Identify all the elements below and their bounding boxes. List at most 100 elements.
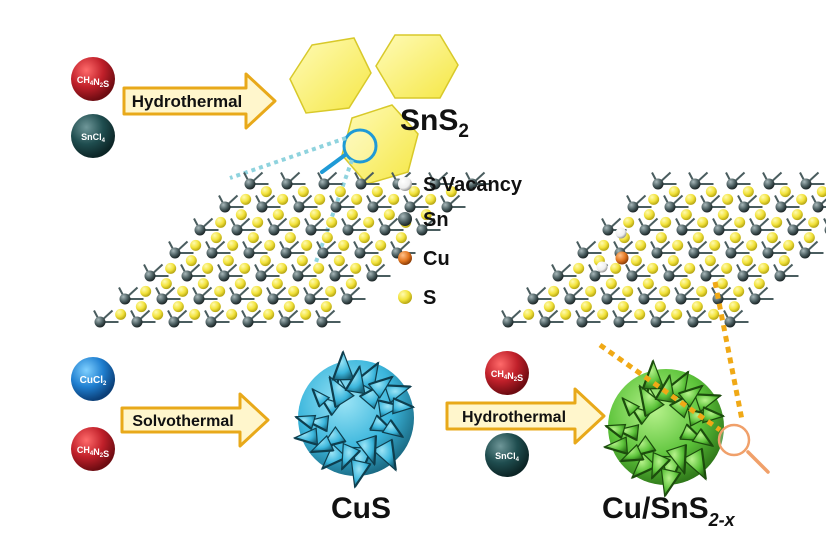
sulfur-atom: [271, 278, 283, 290]
legend-item-sn: Sn: [398, 209, 449, 231]
sulfur-atom: [135, 301, 147, 313]
sulfur-atom: [234, 278, 246, 290]
legend-s-marker: [398, 290, 412, 304]
sulfur-atom: [610, 262, 622, 274]
sulfur-atom: [209, 301, 221, 313]
legend-vacancy-marker: [398, 177, 412, 191]
sulfur-atom: [779, 186, 791, 198]
sulfur-atom: [351, 193, 363, 205]
tin-atom: [441, 201, 453, 213]
tin-atom: [651, 247, 663, 259]
tin-atom: [318, 178, 330, 190]
tin-atom: [256, 201, 268, 213]
tin-atom: [304, 293, 316, 305]
reagent-thiourea-middle: CH4N2S: [485, 351, 529, 395]
tin-atom: [613, 316, 625, 328]
sulfur-atom: [671, 308, 683, 320]
sulfur-atom: [363, 216, 375, 228]
sulfur-atom: [445, 186, 457, 198]
sulfur-atom: [425, 193, 437, 205]
sulfur-atom: [672, 239, 684, 251]
vacancy-site: [596, 261, 608, 273]
reagent-sncl4-top: SnCl4: [71, 114, 115, 158]
process-label-solvothermal: Solvothermal: [132, 413, 233, 430]
sulfur-atom: [623, 216, 635, 228]
sulfur-atom: [235, 209, 247, 221]
sulfur-atom: [816, 186, 826, 198]
tin-atom: [144, 270, 156, 282]
tin-atom: [750, 224, 762, 236]
sulfur-atom: [371, 186, 383, 198]
tin-atom: [466, 178, 478, 190]
tin-atom: [193, 293, 205, 305]
tin-atom: [539, 316, 551, 328]
sulfur-atom: [691, 301, 703, 313]
tin-atom: [342, 224, 354, 236]
tin-atom: [366, 270, 378, 282]
tin-atom: [762, 247, 774, 259]
tin-atom: [687, 316, 699, 328]
sulfur-atom: [420, 209, 432, 221]
sulfur-atom: [648, 193, 660, 205]
tin-atom: [119, 293, 131, 305]
tin-atom: [429, 178, 441, 190]
tin-atom: [675, 293, 687, 305]
sulfur-atom: [808, 216, 820, 228]
sulfur-atom: [597, 308, 609, 320]
tin-atom: [316, 316, 328, 328]
tin-atom: [181, 270, 193, 282]
tin-atom: [317, 247, 329, 259]
sulfur-atom: [259, 255, 271, 267]
zoom-lines-bottom: [598, 281, 745, 433]
tin-atom: [576, 316, 588, 328]
tin-atom: [255, 270, 267, 282]
sulfur-atom: [573, 262, 585, 274]
sulfur-atom: [655, 232, 667, 244]
tin-atom: [329, 270, 341, 282]
sulfur-atom: [659, 285, 671, 297]
sulfur-atom: [264, 239, 276, 251]
sulfur-atom: [667, 255, 679, 267]
sulfur-atom: [346, 209, 358, 221]
reagent-sncl4-top-label: SnCl4: [81, 132, 106, 144]
sulfur-atom: [543, 301, 555, 313]
reagent-cucl2-label: CuCl2: [80, 375, 107, 387]
tin-atom: [564, 293, 576, 305]
sulfur-atom: [320, 301, 332, 313]
sulfur-atom: [350, 262, 362, 274]
magnifier-icon: [320, 128, 378, 174]
tin-atom: [725, 247, 737, 259]
sulfur-atom: [222, 255, 234, 267]
sulfur-atom: [622, 285, 634, 297]
sulfur-atom: [165, 262, 177, 274]
sulfur-atom: [309, 209, 321, 221]
sulfur-atom: [314, 193, 326, 205]
legend-s-label: S: [423, 287, 436, 309]
sulfur-atom: [717, 209, 729, 221]
sulfur-atom: [247, 232, 259, 244]
sulfur-atom: [728, 301, 740, 313]
sulfur-atom: [260, 186, 272, 198]
sulfur-atom: [289, 216, 301, 228]
sulfur-atom: [345, 278, 357, 290]
tin-atom: [787, 224, 799, 236]
sulfur-atom: [803, 232, 815, 244]
sulfur-atom: [796, 193, 808, 205]
sulfur-atom: [754, 209, 766, 221]
sulfur-atom: [276, 262, 288, 274]
tin-atom: [502, 316, 514, 328]
tin-atom: [305, 224, 317, 236]
copper-atom: [615, 251, 629, 265]
sulfur-atom: [580, 301, 592, 313]
sulfur-atom: [190, 239, 202, 251]
sulfur-atom: [696, 285, 708, 297]
sulfur-atom: [185, 255, 197, 267]
sulfur-atom: [297, 186, 309, 198]
sulfur-atom: [548, 285, 560, 297]
sulfur-atom: [252, 216, 264, 228]
sulfur-atom: [284, 232, 296, 244]
sulfur-atom: [585, 285, 597, 297]
sulfur-atom: [523, 308, 535, 320]
tin-atom: [355, 178, 367, 190]
